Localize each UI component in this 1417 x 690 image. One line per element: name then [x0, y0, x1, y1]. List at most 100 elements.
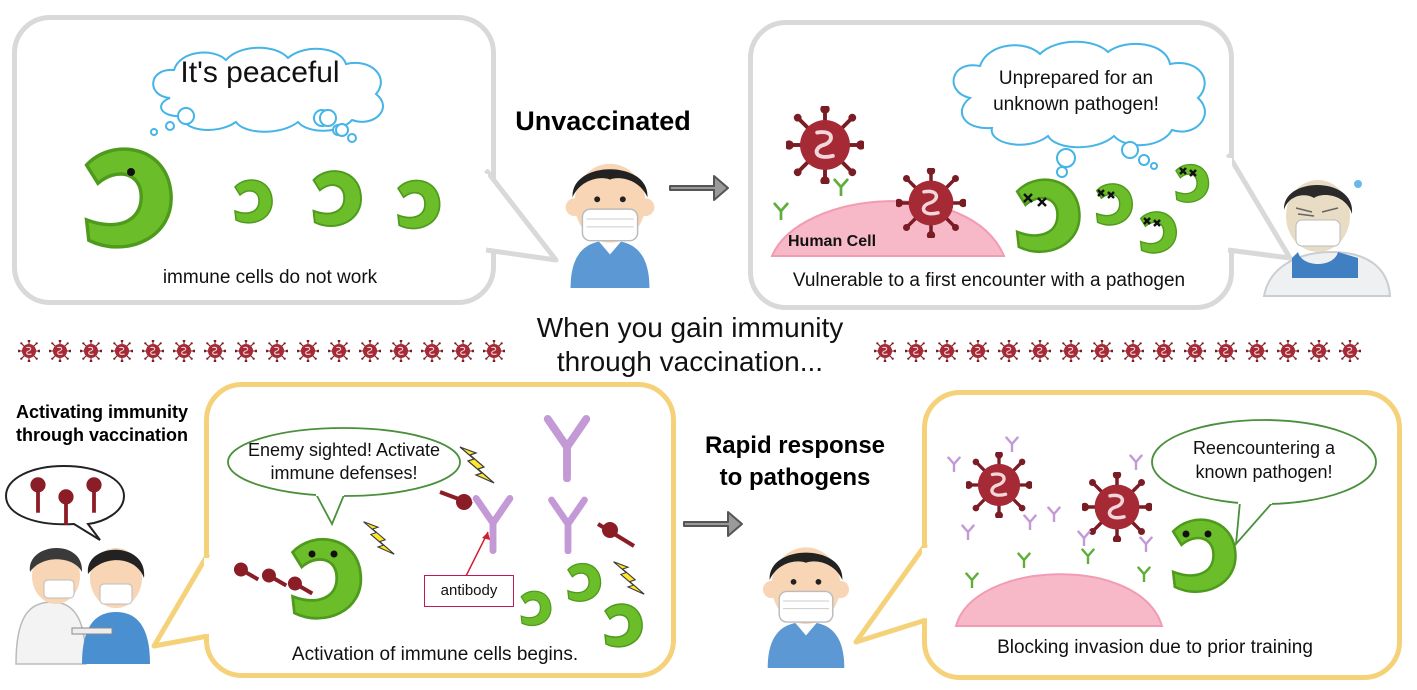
heading-rapid-line2: to pathogens	[719, 464, 871, 491]
nurse-vaccinating-patient	[15, 547, 150, 665]
green-receptor-2	[1016, 552, 1032, 568]
antibody-large-3	[540, 494, 596, 554]
bolt-icon-3	[610, 560, 646, 596]
virus-icon	[1122, 340, 1145, 363]
immune-cell-small-activated-1	[514, 588, 554, 628]
speech-bubble-enemy-sighted	[227, 427, 461, 527]
vaccine-key-1	[28, 476, 48, 514]
small-antibody-1	[946, 456, 962, 472]
small-antibody-8	[1138, 536, 1154, 552]
virus-icon	[1246, 340, 1269, 363]
bolt-icon-1	[360, 518, 396, 558]
virus-icon	[1339, 340, 1362, 363]
thought-text-unprepared-line2: unknown pathogen!	[993, 94, 1159, 115]
virus-icon	[1091, 340, 1114, 363]
virus-row-left	[18, 340, 508, 364]
speech-text-enemy-line2: immune defenses!	[270, 463, 418, 483]
virus-icon	[297, 340, 320, 363]
panel-tail-bottom-right	[853, 542, 932, 645]
speech-text-reencountering-line2: known pathogen!	[1195, 462, 1333, 482]
virus-icon	[173, 340, 196, 363]
thought-cloud-small-right	[319, 109, 357, 143]
antibody-bound-key-right	[596, 522, 636, 548]
panel-tail-top-right	[1222, 152, 1293, 261]
virus-icon	[1308, 340, 1331, 363]
virus-icon	[452, 340, 475, 363]
virus-icon	[421, 340, 444, 363]
heading-activating-line2: through vaccination	[15, 425, 188, 445]
panel-tail-bottom-left	[151, 552, 214, 649]
thought-text-unprepared-line1: Unprepared for an	[998, 68, 1154, 89]
caption-activation-begins: Activation of immune cells begins.	[291, 644, 579, 665]
virus-row-right	[874, 340, 1370, 364]
virus-top-1	[786, 106, 864, 184]
speech-bubble-reencountering	[1151, 419, 1377, 547]
virus-icon	[266, 340, 289, 363]
caption-blocking-invasion: Blocking invasion due to prior training	[997, 637, 1313, 658]
panel-tail-top-left	[482, 168, 559, 263]
antigen-key-2	[261, 568, 288, 588]
virus-icon	[1153, 340, 1176, 363]
panel-activation	[204, 382, 676, 678]
immune-cell-small-1	[226, 175, 276, 227]
speech-text-reencountering-line1: Reencountering a	[1192, 438, 1336, 458]
virus-top-2-entering	[896, 168, 966, 238]
heading-activating-line1: Activating immunity	[15, 402, 189, 422]
virus-icon	[80, 340, 103, 363]
antibody-bound-key-left	[439, 490, 473, 510]
antigen-key-3	[287, 576, 314, 596]
label-antibody	[424, 575, 514, 607]
green-receptor-3	[1080, 548, 1096, 564]
thought-text-peaceful: It's peaceful	[180, 56, 340, 89]
virus-icon	[998, 340, 1021, 363]
middle-text-line1: When you gain immunity	[536, 312, 844, 343]
arrow-right-top	[669, 175, 729, 201]
antibody-large-2	[540, 412, 594, 482]
virus-icon	[1060, 340, 1083, 363]
immune-cell-small-activated-2	[560, 560, 604, 604]
cell-eyes-activated	[308, 550, 338, 558]
virus-icon	[390, 340, 413, 363]
virus-icon	[49, 340, 72, 363]
immune-cell-ready	[1158, 510, 1242, 600]
virus-icon	[905, 340, 928, 363]
virus-icon	[936, 340, 959, 363]
sick-person-in-bed	[1262, 180, 1392, 297]
bolt-icon-2	[456, 440, 496, 490]
antigen-key-1	[233, 562, 260, 582]
small-antibody-7	[1128, 454, 1144, 470]
virus-icon	[1277, 340, 1300, 363]
small-antibody-2	[1004, 436, 1020, 452]
dizzy-eyes-marks	[1023, 167, 1197, 227]
virus-icon	[18, 340, 41, 363]
virus-bottom-1	[966, 452, 1032, 518]
immune-cell-small-2	[302, 166, 366, 230]
virus-icon	[1029, 340, 1052, 363]
heading-unvaccinated: Unvaccinated	[515, 106, 691, 136]
virus-icon	[235, 340, 258, 363]
small-antibody-6	[1076, 530, 1092, 546]
virus-icon	[204, 340, 227, 363]
cell-eye	[127, 168, 135, 176]
antibody-pointer-line	[465, 531, 490, 577]
virus-bottom-2	[1082, 472, 1152, 542]
antibody-green-left	[772, 202, 790, 220]
caption-immune-cells-do-not-work: immune cells do not work	[162, 267, 378, 288]
speech-text-enemy-line1: Enemy sighted! Activate	[247, 440, 441, 460]
small-antibody-4	[960, 524, 976, 540]
thought-cloud-unprepared	[952, 40, 1206, 178]
small-antibody-5	[1046, 506, 1062, 522]
green-receptor-1	[964, 572, 980, 588]
person-vaccinated	[756, 534, 856, 668]
virus-icon	[111, 340, 134, 363]
virus-icon	[483, 340, 506, 363]
virus-icon	[967, 340, 990, 363]
label-antibody-text: antibody	[440, 582, 498, 599]
virus-icon	[359, 340, 382, 363]
virus-icon	[142, 340, 165, 363]
cell-eyes-ready	[1182, 530, 1212, 538]
vaccine-key-2	[56, 488, 76, 526]
immune-cell-small-activated-3	[596, 600, 646, 650]
small-antibody-3	[1022, 514, 1038, 530]
virus-icon	[1215, 340, 1238, 363]
